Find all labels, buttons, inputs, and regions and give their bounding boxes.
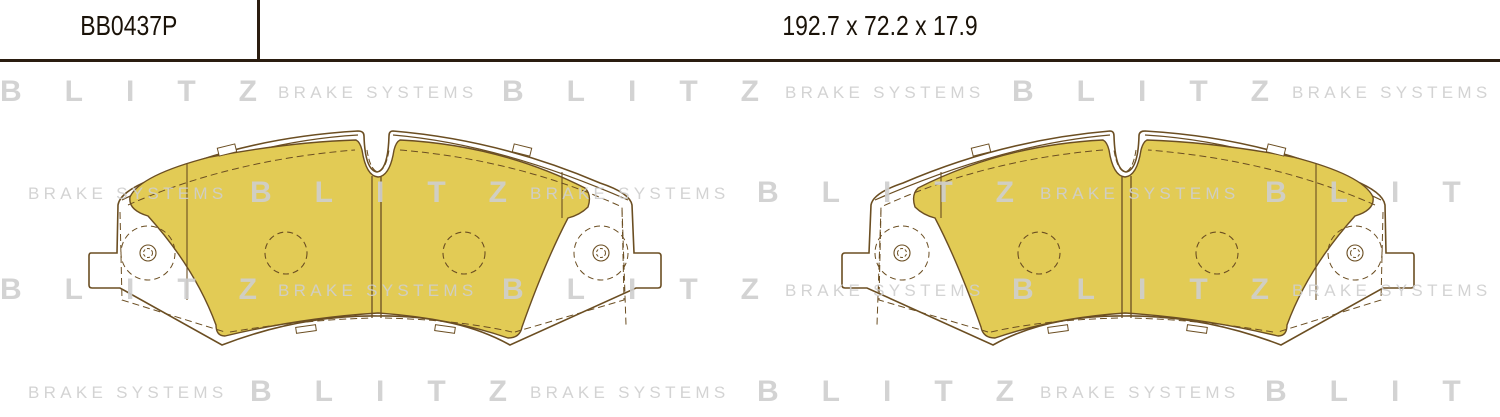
part-number: BB0437P (80, 10, 178, 41)
header-rule (0, 59, 1500, 62)
brake-pad-right (841, 130, 1415, 346)
pad-dimensions: 192.7 x 72.2 x 17.9 (782, 10, 978, 41)
header-divider (257, 0, 260, 61)
brake-pad-left (88, 130, 662, 346)
